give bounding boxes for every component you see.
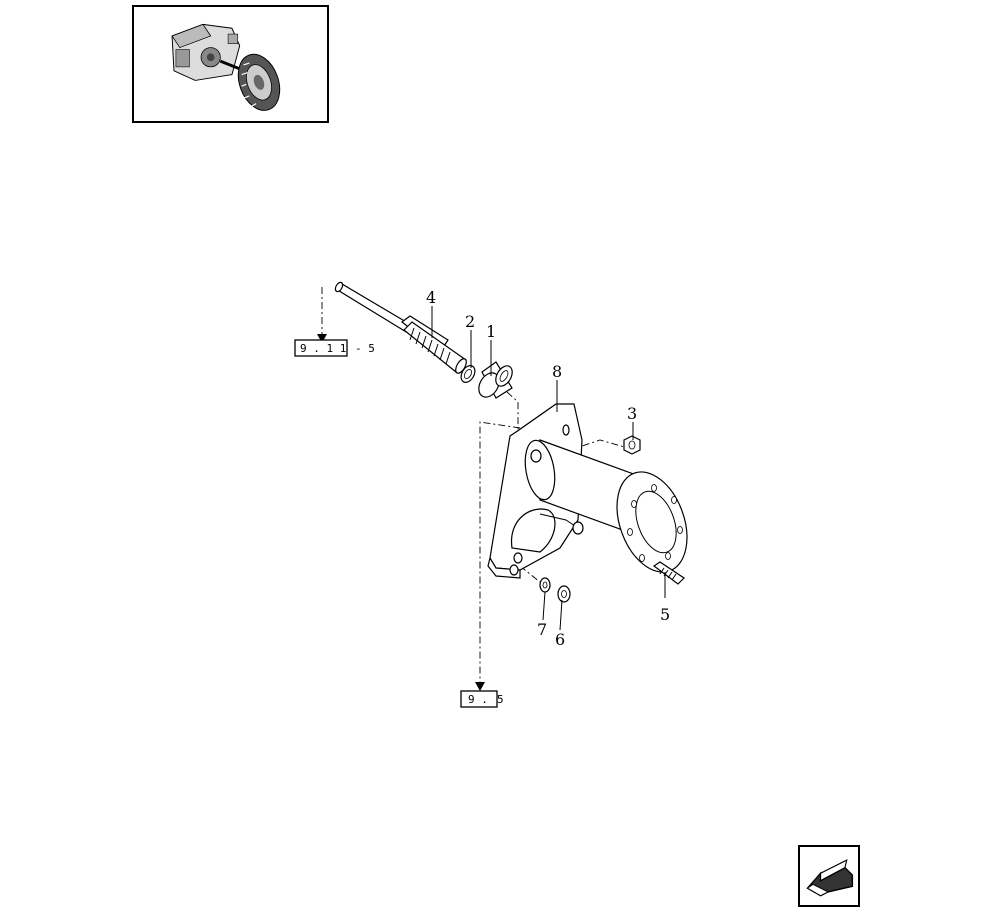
arrow-head-lower <box>475 682 485 691</box>
callout-5: 5 <box>660 605 670 624</box>
part-bushing <box>478 361 513 399</box>
reference-lower[interactable]: 9 . 5 <box>460 690 504 708</box>
back-arrow-button[interactable] <box>798 845 860 907</box>
alignment-line-bearing <box>506 391 519 430</box>
callout-7: 7 <box>537 620 547 639</box>
part-snap-ring <box>460 365 476 383</box>
callout-2: 2 <box>465 312 475 331</box>
callout-3: 3 <box>627 404 637 423</box>
assembly-thumbnail <box>132 5 329 123</box>
part-lower-nut <box>557 585 571 603</box>
reference-upper[interactable]: 9 . 1 1 - 5 <box>294 339 375 357</box>
back-arrow-icon <box>806 859 854 897</box>
reference-lower-box-text: 9 . <box>468 693 488 706</box>
callout-4: 4 <box>426 288 436 307</box>
reference-upper-box-text: 9 . 1 1 <box>300 342 346 355</box>
reference-lower-suffix: 5 <box>497 693 504 706</box>
reference-upper-suffix: - 5 <box>355 342 375 355</box>
part-washer <box>539 577 551 593</box>
tractor-axle-thumbnail-image <box>171 23 281 111</box>
part-axle-shaft <box>334 281 467 374</box>
callout-1: 1 <box>486 322 496 341</box>
callout-leaders <box>431 306 666 631</box>
callout-8: 8 <box>552 362 562 381</box>
arrow-head-upper <box>317 334 327 343</box>
callout-6: 6 <box>555 630 565 649</box>
alignment-line-bracket <box>479 421 521 688</box>
part-mounting-bracket <box>487 403 688 579</box>
part-nut <box>623 435 641 455</box>
